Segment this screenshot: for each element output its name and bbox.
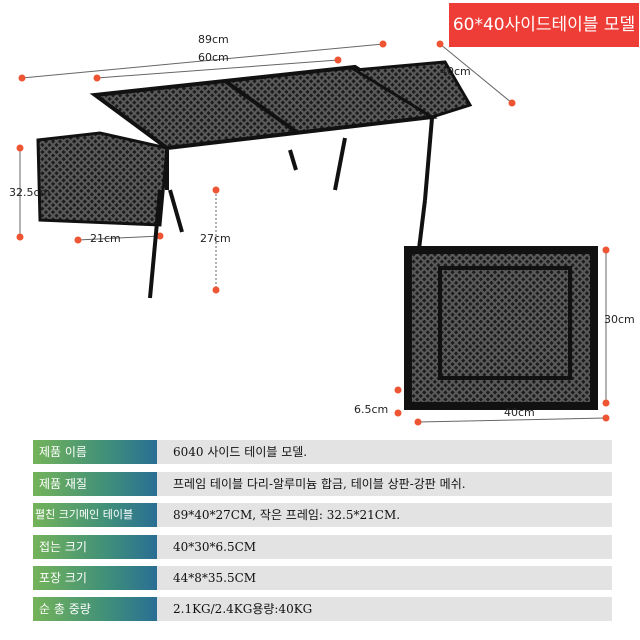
dim-main-width: 60cm — [198, 51, 229, 64]
spec-value: 6040 사이드 테이블 모델. — [157, 440, 612, 464]
spec-label: 포장 크기 — [33, 566, 157, 590]
spec-value: 2.1KG/2.4KG용량:40KG — [157, 597, 612, 621]
spec-value: 40*30*6.5CM — [157, 535, 612, 559]
spec-value: 44*8*35.5CM — [157, 566, 612, 590]
spec-value: 프레임 테이블 다리-알루미늄 합금, 테이블 상판-강판 메쉬. — [157, 472, 612, 496]
dim-total-width: 89cm — [198, 33, 229, 46]
dim-height: 27cm — [200, 232, 231, 245]
dim-folded-width: 40cm — [504, 406, 535, 419]
dim-depth: 40cm — [440, 65, 471, 78]
spec-label: 펼친 크기메인 테이블 — [33, 503, 157, 527]
spec-label: 접는 크기 — [33, 535, 157, 559]
spec-value: 89*40*27CM, 작은 프레임: 32.5*21CM. — [157, 503, 612, 527]
spec-label: 순 총 중량 — [33, 597, 157, 621]
spec-label: 제품 재질 — [33, 472, 157, 496]
dim-folded-thickness: 6.5cm — [354, 403, 389, 416]
dim-side-width: 21cm — [90, 232, 121, 245]
dim-side-depth: 32.5cm — [9, 186, 51, 199]
table-illustration — [16, 40, 610, 426]
spec-label: 제품 이름 — [33, 440, 157, 464]
dim-folded-height: 30cm — [604, 313, 635, 326]
model-banner: 60*40사이드테이블 모델 — [449, 3, 639, 47]
